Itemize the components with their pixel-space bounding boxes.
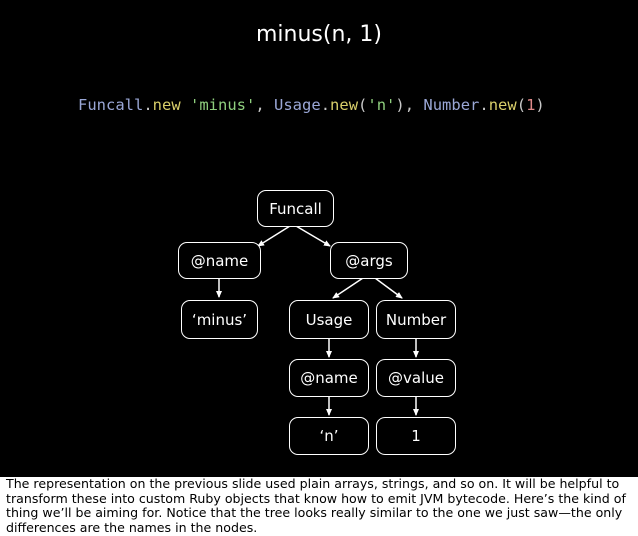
- code-line: Funcall.new 'minus', Usage.new('n'), Num…: [78, 96, 545, 114]
- code-number-1: 1: [526, 96, 536, 114]
- code-method-new: new: [488, 96, 517, 114]
- node-minus-string: ‘minus’: [181, 300, 258, 339]
- slide-title: minus(n, 1): [256, 22, 382, 47]
- code-paren-close: ): [535, 96, 545, 114]
- code-string-n: 'n': [367, 96, 396, 114]
- code-dot: .: [320, 96, 331, 114]
- node-one: 1: [376, 417, 456, 455]
- slide: minus(n, 1) Funcall.new 'minus', Usage.n…: [0, 0, 638, 477]
- code-paren-open: (: [516, 96, 527, 114]
- node-value: @value: [376, 359, 456, 397]
- code-paren-close-comma: ),: [395, 96, 424, 114]
- code-method-new: new: [330, 96, 359, 114]
- edge-args-number: [374, 277, 403, 299]
- code-comma: ,: [255, 96, 275, 114]
- code-class-funcall: Funcall: [78, 96, 144, 114]
- node-n-string: ‘n’: [289, 417, 369, 455]
- node-number: Number: [376, 300, 456, 339]
- code-paren-open: (: [358, 96, 368, 114]
- edge-funcall-args: [295, 225, 331, 247]
- speaker-notes: The representation on the previous slide…: [6, 476, 626, 535]
- node-name: @name: [178, 242, 261, 279]
- node-usage: Usage: [289, 300, 369, 339]
- code-method-new: new: [152, 96, 181, 114]
- code-class-number: Number: [423, 96, 480, 114]
- edge-funcall-name: [257, 225, 291, 247]
- edge-args-usage: [332, 277, 364, 299]
- node-funcall: Funcall: [257, 190, 334, 227]
- node-args: @args: [330, 242, 408, 279]
- code-dot: .: [143, 96, 153, 114]
- code-string-minus: 'minus': [190, 96, 256, 114]
- node-usage-name: @name: [289, 359, 369, 397]
- code-dot: .: [479, 96, 489, 114]
- tree-edges: [216, 225, 419, 416]
- code-class-usage: Usage: [274, 96, 321, 114]
